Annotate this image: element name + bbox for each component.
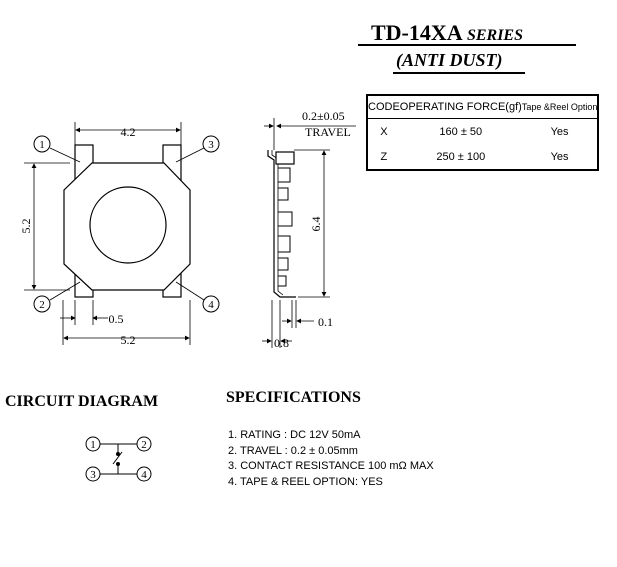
top-view [24,122,220,345]
cell-option: Yes [550,125,569,138]
specifications-heading: SPECIFICATIONS [226,389,361,406]
side-profile-outer [267,150,296,298]
pin-2-number: 2 [39,299,45,311]
dim-lead-label: 0.1 [318,315,333,329]
cell-code: X [380,125,388,138]
pin-4-callout [202,295,220,313]
specifications-list: 1. RATING : DC 12V 50mA 2. TRAVEL : 0.2 … [228,428,434,490]
dim-width-label: 0.8 [274,336,289,350]
circuit-pin-4-number: 4 [141,469,147,481]
pin-3-callout [202,135,220,153]
travel-value-label: 0.2±0.05 [302,109,345,123]
travel-label: TRAVEL [305,125,351,139]
dim-left-label: 5.2 [19,219,33,234]
actuator-circle [89,186,167,264]
title-underline [358,44,576,46]
mechanical-drawing: 4.2 5.2 0.5 5.2 1 2 3 4 0.2±0.05 T [19,109,356,350]
pin-2-callout [33,295,51,313]
model-name: TD-14XA [371,20,462,45]
table-header-row: CODE OPERATING FORCE(gf) Tape &Reel Opti… [367,95,599,119]
dim-top-label: 4.2 [121,125,136,139]
title-block: TD-14XA SERIES [371,20,523,46]
circuit-pin-1-number: 1 [90,439,96,451]
header-option: Tape &Reel Option [521,95,599,119]
table-row: Z 250 ± 100 Yes [367,144,598,170]
dim-pin-label: 0.5 [109,312,124,326]
circuit-diagram: 1 2 3 4 [85,436,152,482]
side-view [262,118,356,348]
spec-item: 3. CONTACT RESISTANCE 100 mΩ MAX [228,460,434,472]
spec-item: 1. RATING : DC 12V 50mA [228,429,361,441]
subtitle: (ANTI DUST) [396,50,503,70]
table-row: X 160 ± 50 Yes [367,119,598,145]
pin-1-number: 1 [39,139,45,151]
cell-option: Yes [550,150,569,163]
circuit-pin-3-number: 3 [90,469,96,481]
spec-item: 4. TAPE & REEL OPTION: YES [228,475,383,488]
option-table: CODE OPERATING FORCE(gf) Tape &Reel Opti… [366,94,600,171]
dim-height-label: 6.4 [309,217,323,232]
switch-contact [112,451,123,465]
header-force: OPERATING FORCE(gf) [399,95,522,119]
series-label: SERIES [466,27,523,44]
dim-bottom-label: 5.2 [121,333,136,347]
circuit-diagram-heading: CIRCUIT DIAGRAM [5,393,159,410]
cell-force: 160 ± 50 [439,125,483,138]
cell-force: 250 ± 100 [436,150,486,163]
pin-1-callout [33,135,51,153]
circuit-pin-2-number: 2 [141,439,147,451]
cell-code: Z [380,150,388,163]
spec-item: 2. TRAVEL : 0.2 ± 0.05mm [228,444,358,457]
header-code: CODE [367,95,400,119]
pin-4-number: 4 [208,299,214,311]
subtitle-underline [393,72,525,74]
side-actuator [275,151,295,165]
pin-3-number: 3 [208,139,214,151]
